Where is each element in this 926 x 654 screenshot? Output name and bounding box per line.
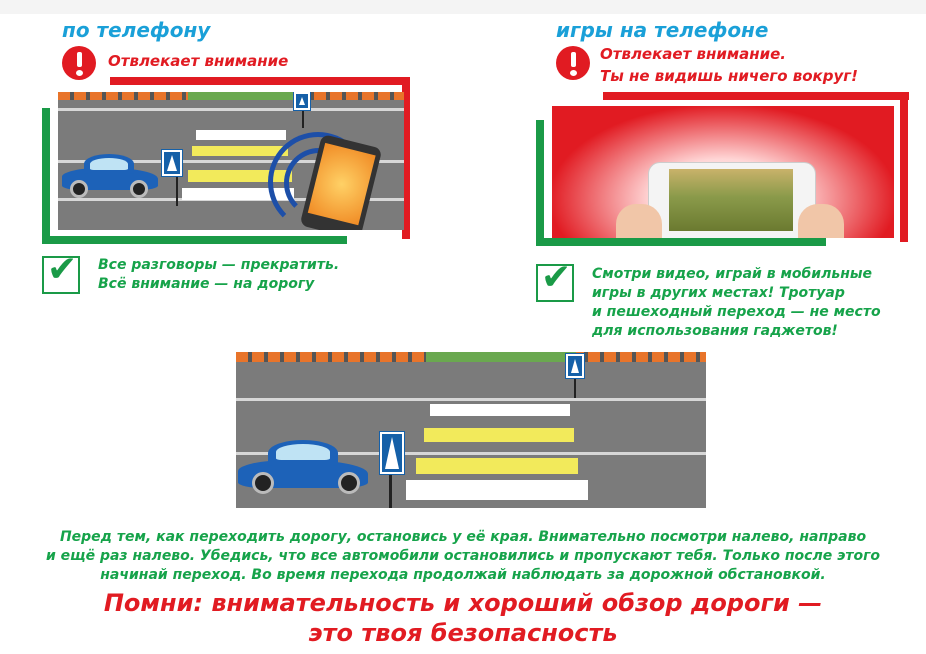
right-warning-line2: Ты не видишь ничего вокруг!: [600, 67, 858, 85]
right-advice-line3: и пешеходный переход — не место: [592, 304, 881, 320]
right-advice-line2: игры в других местах! Тротуар: [592, 285, 845, 301]
right-checkmark-icon: ✔: [536, 257, 574, 302]
left-checkmark-icon: ✔: [42, 249, 80, 294]
right-advice-line1: Смотри видео, играй в мобильные: [592, 266, 873, 282]
left-advice-line2: Всё внимание — на дорогу: [98, 276, 315, 292]
left-warning-text: Отвлекает внимание: [108, 52, 289, 70]
right-advice-line4: для использования гаджетов!: [592, 323, 838, 339]
slogan-line1: Помни: внимательность и хороший обзор до…: [103, 589, 823, 617]
slogan-line2: это твоя безопасность: [308, 619, 618, 647]
exclamation-icon-right: [556, 46, 590, 80]
right-red-frame: [603, 92, 909, 100]
left-green-frame-bottom: [42, 236, 347, 244]
bottom-text-line2: и ещё раз налево. Убедись, что все автом…: [45, 548, 881, 564]
left-red-frame-side: [402, 77, 410, 239]
right-warning-line1: Отвлекает внимание.: [600, 45, 786, 63]
right-phone-scene: [552, 106, 894, 238]
exclamation-icon: [62, 46, 96, 80]
left-advice-line1: Все разговоры — прекратить.: [98, 257, 340, 273]
bottom-text-line3: начинай переход. Во время перехода продо…: [100, 567, 826, 583]
pedestrian-crossing-sign-icon-center: [380, 432, 404, 474]
left-green-frame: [42, 108, 50, 244]
signal-waves: [268, 132, 368, 230]
left-road-scene: [58, 92, 404, 230]
left-red-frame: [110, 77, 410, 85]
right-green-frame: [536, 120, 544, 246]
left-heading: по телефону: [62, 18, 211, 42]
top-strip: [0, 0, 926, 14]
right-heading: игры на телефоне: [556, 18, 769, 42]
right-green-frame-bottom: [536, 238, 826, 246]
pedestrian-crossing-sign-icon: [162, 150, 182, 176]
smartphone-icon-game: [648, 162, 816, 238]
center-road-scene: [236, 352, 706, 508]
bottom-text-line1: Перед тем, как переходить дорогу, остано…: [59, 529, 867, 545]
right-red-frame-side: [900, 92, 908, 242]
